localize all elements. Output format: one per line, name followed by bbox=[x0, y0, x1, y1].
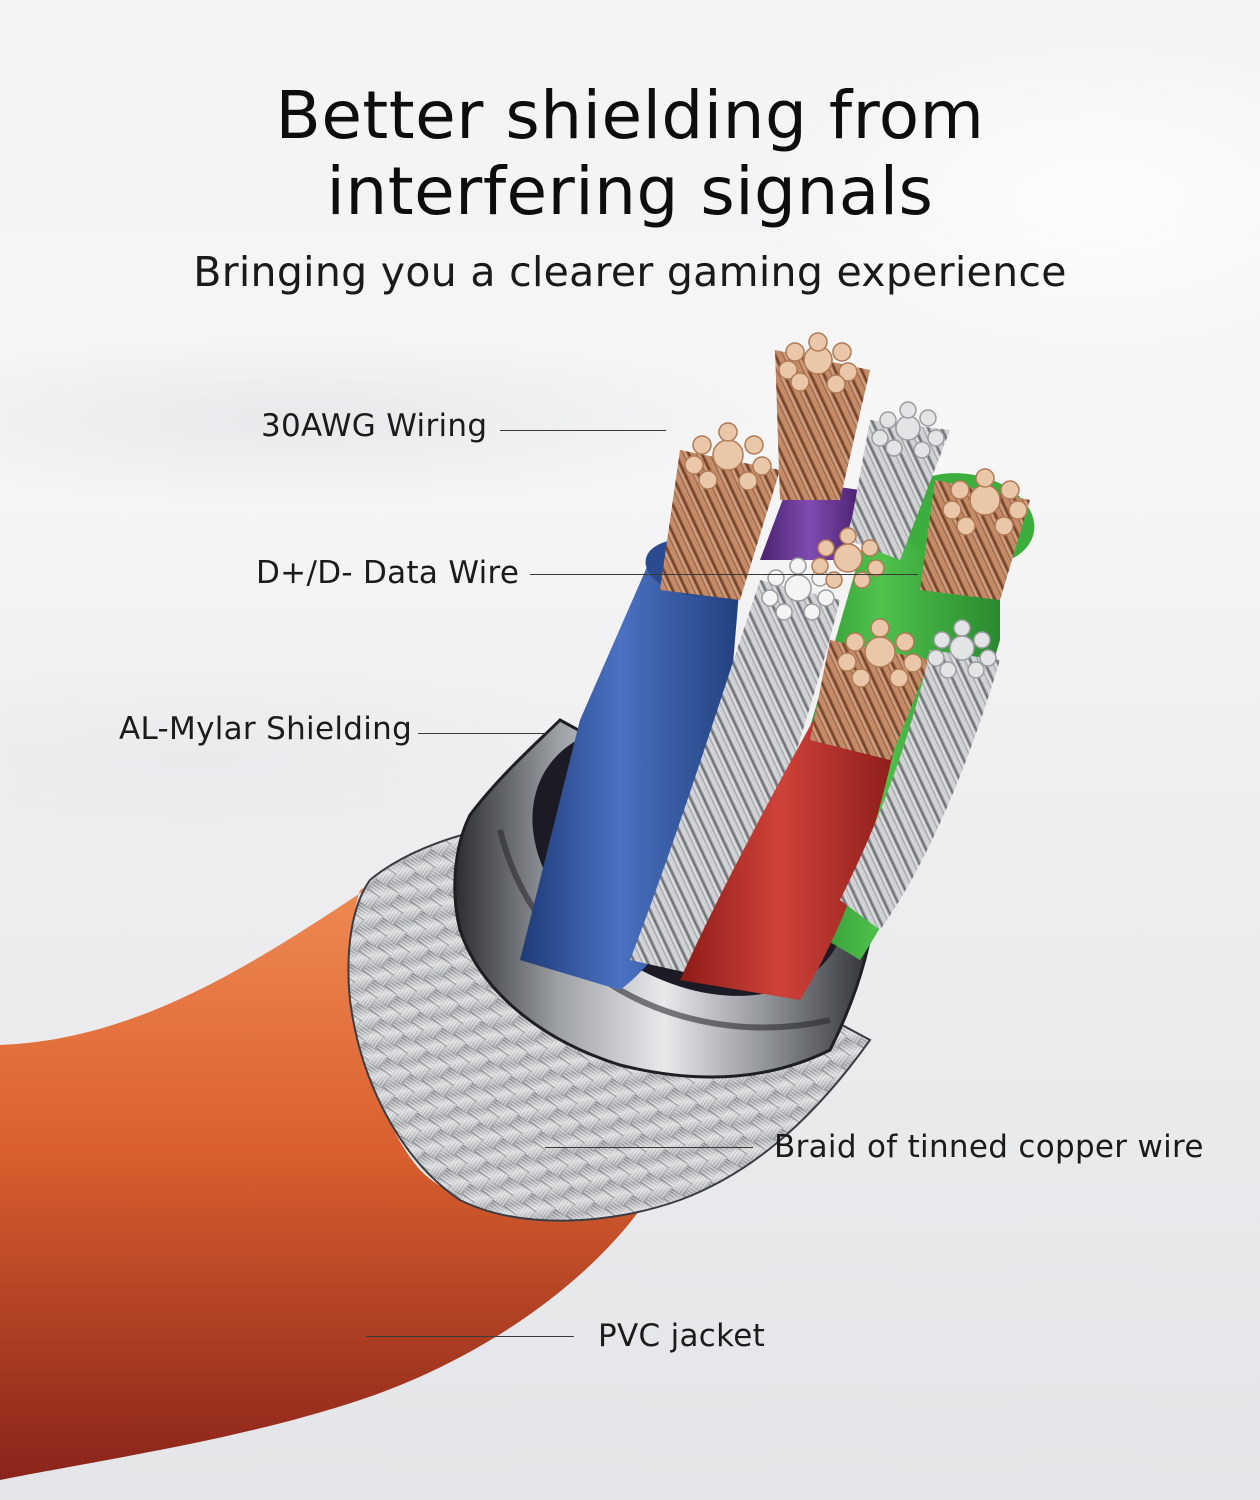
callout-braid-tinned-copper: Braid of tinned copper wire bbox=[774, 1129, 1204, 1165]
leader-line-pvc bbox=[366, 1336, 574, 1337]
callout-data-wire: D+/D- Data Wire bbox=[256, 555, 520, 591]
leader-line-data-wire bbox=[530, 574, 918, 575]
red-wire bbox=[680, 690, 900, 1000]
callout-30awg-wiring: 30AWG Wiring bbox=[261, 408, 488, 444]
copper-strand-end-center bbox=[811, 527, 885, 589]
page-title-line-2: interfering signals bbox=[326, 153, 934, 230]
leader-line-braid bbox=[545, 1147, 753, 1148]
copper-strand-end-top bbox=[778, 332, 858, 394]
tinned-strand-center bbox=[630, 580, 840, 980]
callout-al-mylar-shielding: AL-Mylar Shielding bbox=[119, 711, 413, 747]
tinned-strand-end-upper bbox=[871, 401, 945, 459]
copper-strand-end-green bbox=[942, 468, 1028, 536]
callout-pvc-jacket: PVC jacket bbox=[598, 1318, 766, 1354]
page-subtitle: Bringing you a clearer gaming experience bbox=[193, 248, 1067, 296]
pvc-jacket bbox=[0, 880, 660, 1480]
tinned-strand-end-lower bbox=[927, 619, 997, 679]
page-title-line-1: Better shielding from bbox=[275, 77, 985, 154]
leader-line-30awg bbox=[500, 430, 666, 431]
copper-strand-end-blue bbox=[684, 422, 772, 491]
copper-strand-end-red bbox=[837, 618, 923, 688]
leader-line-al-mylar bbox=[418, 733, 548, 734]
